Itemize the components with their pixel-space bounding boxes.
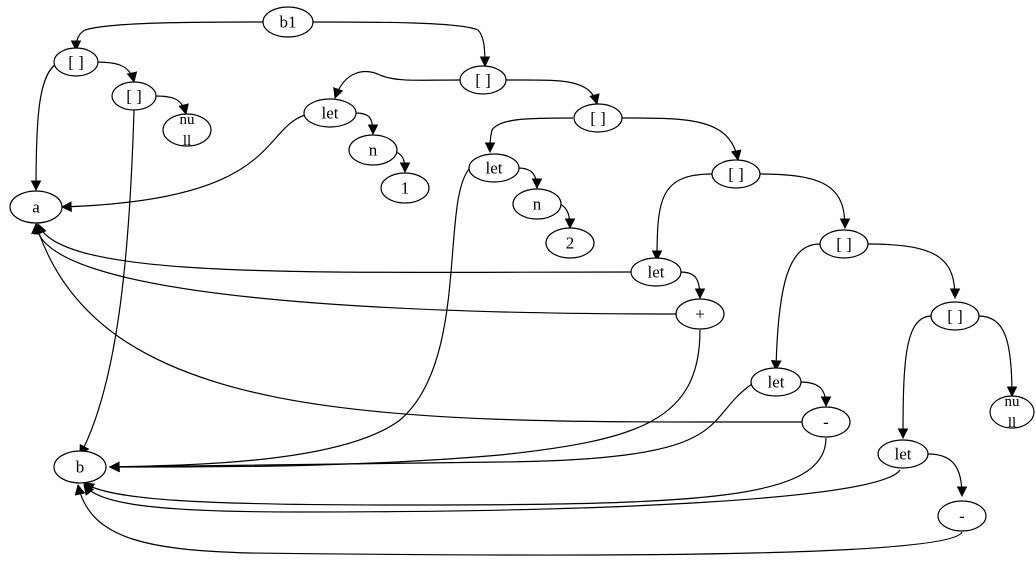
- edge-let4-b: [108, 383, 753, 473]
- edge-minus1-b: [83, 437, 827, 506]
- edge-b1-list1: [70, 21, 264, 52]
- node-list1b[interactable]: [ ]: [111, 81, 157, 111]
- node-let2[interactable]: let: [468, 153, 520, 183]
- edge-let5-b: [83, 469, 901, 513]
- node-let1-label: let: [322, 104, 339, 123]
- node-let3-label: let: [648, 263, 665, 282]
- node-list1[interactable]: [ ]: [53, 47, 99, 77]
- edge-list4-list5: [759, 173, 851, 230]
- edge-list1b-null: [154, 95, 189, 116]
- node-null2-label-top: nu: [1005, 394, 1021, 410]
- node-list5[interactable]: [ ]: [819, 229, 869, 259]
- node-let2-label: let: [486, 159, 503, 178]
- node-list2-label: [ ]: [475, 71, 491, 90]
- node-two-label: 2: [566, 234, 575, 253]
- node-list6[interactable]: [ ]: [930, 301, 980, 331]
- node-minus1[interactable]: -: [801, 406, 851, 438]
- edge-list6-let5: [897, 315, 933, 440]
- node-list2[interactable]: [ ]: [459, 65, 507, 95]
- node-n2-label: n: [533, 195, 542, 214]
- node-null1-label-bottom: ll: [183, 133, 191, 149]
- edge-let4-minus1: [799, 381, 832, 408]
- edge-let3-a: [36, 222, 633, 273]
- node-minus2[interactable]: -: [937, 500, 987, 532]
- node-null2-label-bottom: ll: [1008, 415, 1016, 431]
- edge-list3-let2: [484, 117, 574, 154]
- node-let3[interactable]: let: [630, 257, 682, 287]
- node-b-label: b: [76, 458, 85, 477]
- node-let4-label: let: [768, 373, 785, 392]
- node-list3[interactable]: [ ]: [573, 103, 623, 133]
- edge-list3-list4: [621, 117, 742, 162]
- node-minus2-label: -: [959, 507, 965, 526]
- node-a[interactable]: a: [9, 190, 63, 224]
- node-let5-label: let: [895, 445, 912, 464]
- node-plus-label: +: [695, 305, 705, 324]
- node-null1[interactable]: nu ll: [162, 112, 212, 149]
- node-n1[interactable]: n: [348, 134, 398, 166]
- node-list3-label: [ ]: [590, 109, 606, 128]
- edge-plus-b: [108, 329, 701, 473]
- edge-minus2-b: [74, 483, 963, 556]
- edge-list4-let3: [651, 173, 713, 262]
- node-let4[interactable]: let: [750, 367, 802, 397]
- node-b[interactable]: b: [53, 450, 107, 484]
- edge-let1-a: [60, 114, 306, 213]
- node-list4-label: [ ]: [728, 165, 744, 184]
- edge-b1-list2: [312, 21, 491, 68]
- edge-list1b-b: [79, 109, 135, 456]
- node-list4[interactable]: [ ]: [711, 159, 761, 189]
- edge-list5-list6: [867, 243, 961, 300]
- node-let5[interactable]: let: [877, 439, 929, 469]
- node-plus[interactable]: +: [675, 298, 725, 330]
- edge-let2-b: [108, 167, 471, 473]
- node-n1-label: n: [369, 141, 378, 160]
- edge-list1-a: [30, 61, 61, 192]
- nodes: b1 [ ] [ ] nu ll a [ ] let: [9, 6, 1035, 532]
- node-one-label: 1: [401, 179, 410, 198]
- node-b1[interactable]: b1: [262, 6, 314, 38]
- node-b1-label: b1: [280, 13, 297, 32]
- edge-minus1-a: [33, 222, 803, 423]
- edge-n1-one: [395, 151, 411, 174]
- node-n2[interactable]: n: [512, 188, 562, 220]
- node-one[interactable]: 1: [380, 172, 430, 204]
- edge-let5-minus2: [927, 453, 968, 498]
- node-list5-label: [ ]: [836, 235, 852, 254]
- node-list1-label: [ ]: [68, 53, 84, 72]
- edge-list2-let1: [333, 71, 461, 100]
- edge-list6-null2: [977, 315, 1018, 398]
- edge-list1-list1b: [94, 61, 138, 84]
- edge-list5-let4: [770, 243, 821, 372]
- edge-let2-n2: [517, 167, 543, 190]
- edge-n2-two: [559, 203, 576, 230]
- node-list6-label: [ ]: [947, 307, 963, 326]
- edge-let1-n1: [354, 112, 379, 136]
- node-minus1-label: -: [823, 413, 829, 432]
- edge-list2-list3: [505, 79, 600, 106]
- node-let1[interactable]: let: [303, 98, 357, 128]
- node-null1-label-top: nu: [180, 112, 196, 128]
- edges: [30, 21, 1018, 556]
- node-list1b-label: [ ]: [126, 87, 142, 106]
- node-a-label: a: [32, 198, 40, 217]
- node-null2[interactable]: nu ll: [989, 394, 1035, 431]
- node-two[interactable]: 2: [545, 227, 595, 259]
- edge-let3-plus: [679, 271, 706, 300]
- edge-plus-a: [31, 222, 677, 315]
